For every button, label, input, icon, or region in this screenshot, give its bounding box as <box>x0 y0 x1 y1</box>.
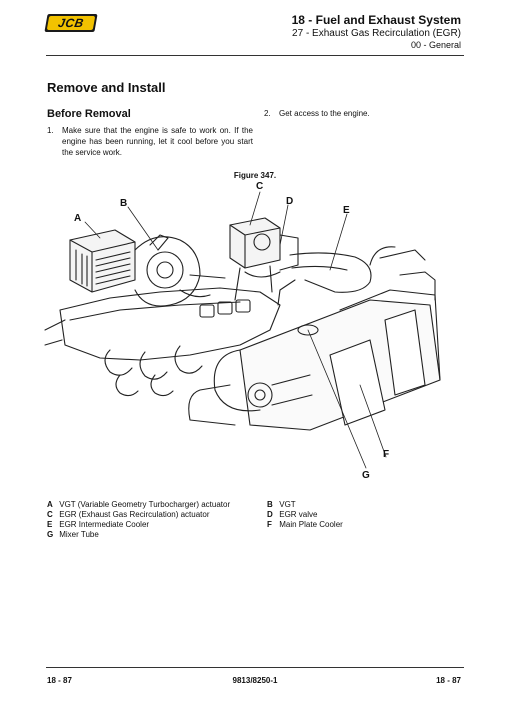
mixer-tube-illustration <box>188 349 313 426</box>
callout-f: F <box>383 449 390 460</box>
jcb-logo: JCB <box>44 14 98 32</box>
exhaust-manifold-illustration <box>44 287 281 397</box>
main-plate-cooler-illustration <box>239 246 441 431</box>
legend-item-a: A VGT (Variable Geometry Turbocharger) a… <box>47 500 231 509</box>
vgt-turbo-illustration <box>134 234 226 307</box>
step-2: 2. Get access to the engine. <box>264 108 464 119</box>
callout-e: E <box>343 205 350 216</box>
legend-item-e: E EGR Intermediate Cooler <box>47 520 150 529</box>
callout-leader-lines <box>84 191 387 469</box>
legend-item-d: D EGR valve <box>267 510 318 519</box>
footer-page-left: 18 - 87 <box>47 676 72 685</box>
callout-c: C <box>256 181 264 192</box>
step-number: 2. <box>264 109 271 118</box>
callout-a: A <box>74 213 82 224</box>
legend-left-column: A VGT (Variable Geometry Turbocharger) a… <box>47 500 230 540</box>
footer-doc-number: 9813/8250-1 <box>232 676 278 685</box>
legend-item-g: G Mixer Tube <box>47 530 99 539</box>
header-section-title: 27 - Exhaust Gas Recirculation (EGR) <box>292 28 461 39</box>
footer-page-right: 18 - 87 <box>436 676 461 685</box>
header-subsection-title: 00 - General <box>410 40 461 50</box>
egr-actuator-illustration <box>229 217 299 301</box>
callout-b: B <box>120 198 128 209</box>
step-1: 1. Make sure that the engine is safe to … <box>47 125 253 158</box>
legend-item-c: C EGR (Exhaust Gas Recirculation) actuat… <box>47 510 210 519</box>
step-text: Make sure that the engine is safe to wor… <box>62 126 253 157</box>
before-removal-heading: Before Removal <box>47 108 131 120</box>
egr-engine-diagram <box>44 191 441 469</box>
callout-g: G <box>362 470 370 481</box>
footer-rule <box>46 667 464 668</box>
step-number: 1. <box>47 126 54 135</box>
step-text: Get access to the engine. <box>279 109 370 118</box>
page-title: Remove and Install <box>47 80 166 95</box>
vgt-actuator-illustration <box>69 229 136 293</box>
legend-item-f: F Main Plate Cooler <box>267 520 343 529</box>
legend-right-column: B VGT D EGR valve F Main Plate Cooler <box>267 500 343 530</box>
header-system-title: 18 - Fuel and Exhaust System <box>291 13 461 27</box>
figure-caption: Figure 347. <box>233 171 277 180</box>
callout-d: D <box>286 196 294 207</box>
header-rule <box>46 55 464 56</box>
egr-intermediate-cooler-pipe-illustration <box>277 252 372 306</box>
logo-text: JCB <box>57 16 85 30</box>
legend-item-b: B VGT <box>267 500 296 509</box>
